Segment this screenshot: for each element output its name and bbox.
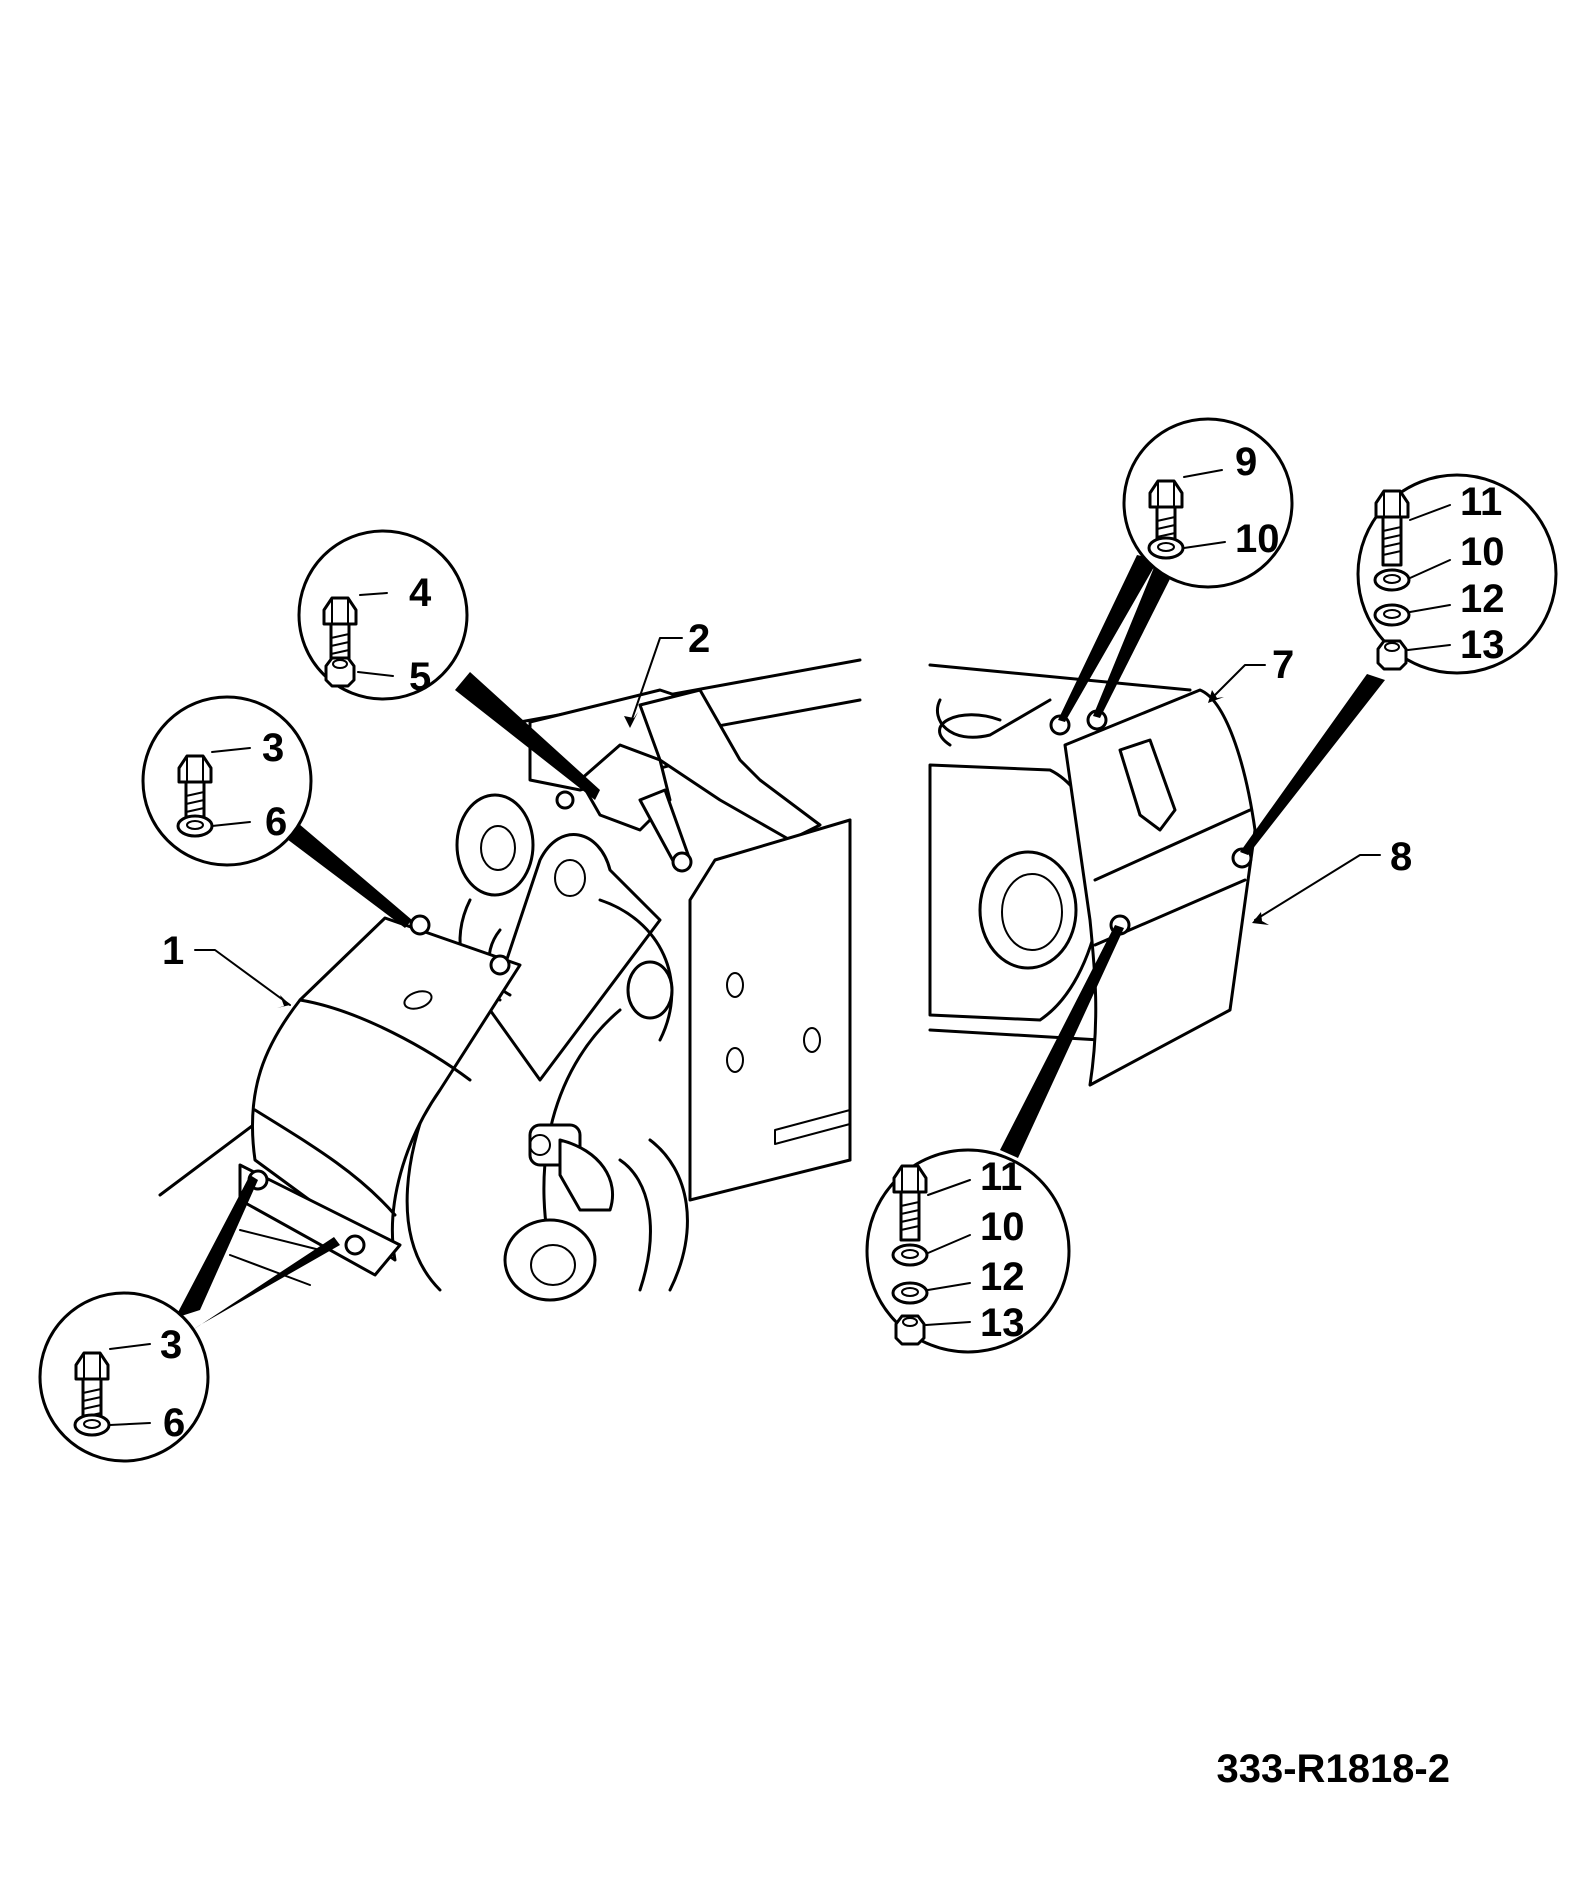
nut-icon [894,1314,926,1346]
leader-wedges [175,555,1385,1335]
nut-icon [1376,639,1408,671]
detail-circle-11-13-upper: 11 10 12 13 [1356,473,1558,675]
detail-4-5-label-a: 4 [409,571,432,615]
part-label-7: 7 [1272,643,1294,687]
part-label-2: 2 [688,617,710,661]
part-label-8: 8 [1390,835,1412,879]
detail-9-10-label-b: 10 [1235,517,1280,561]
detail-11-13-lower-label-c: 12 [980,1255,1025,1299]
detail-circle-3-6-lower: 3 6 [38,1291,210,1463]
detail-circle-3-6-upper: 3 6 [141,695,313,867]
part-label-1: 1 [162,929,184,973]
detail-11-13-upper-label-d: 13 [1460,623,1505,667]
detail-circle-4-5: 4 5 [297,529,469,701]
drawing-reference-number: 333-R1818-2 [1217,1747,1451,1791]
detail-circle-9-10: 9 10 [1122,417,1294,589]
detail-11-13-upper-label-b: 10 [1460,530,1505,574]
washer-icon [176,814,214,838]
washer-icon [73,1413,111,1437]
washer-icon [1373,568,1411,592]
detail-3-6-upper-label-a: 3 [262,726,284,770]
left-cover-item-1 [229,914,522,1286]
detail-circle-11-13-lower: 11 10 12 13 [865,1148,1071,1354]
machine-boom-left-section [158,658,862,1302]
detail-11-13-upper-label-c: 12 [1460,577,1505,621]
detail-9-10-label-a: 9 [1235,440,1257,484]
washer-icon [891,1281,929,1305]
part-callouts: 1 2 7 8 [162,617,1412,1008]
washer-icon [891,1243,929,1267]
detail-3-6-lower-label-a: 3 [160,1323,182,1367]
washer-icon [1373,603,1411,627]
nut-icon [324,656,356,688]
detail-11-13-lower-label-d: 13 [980,1301,1025,1345]
detail-11-13-lower-label-a: 11 [980,1155,1022,1199]
detail-3-6-lower-label-b: 6 [163,1401,185,1445]
detail-4-5-label-b: 5 [409,655,431,699]
detail-11-13-lower-label-b: 10 [980,1205,1025,1249]
detail-11-13-upper-label-a: 11 [1460,480,1502,524]
detail-3-6-upper-label-b: 6 [265,800,287,844]
washer-icon [1147,536,1185,560]
machine-boom-right-section [928,663,1257,1087]
